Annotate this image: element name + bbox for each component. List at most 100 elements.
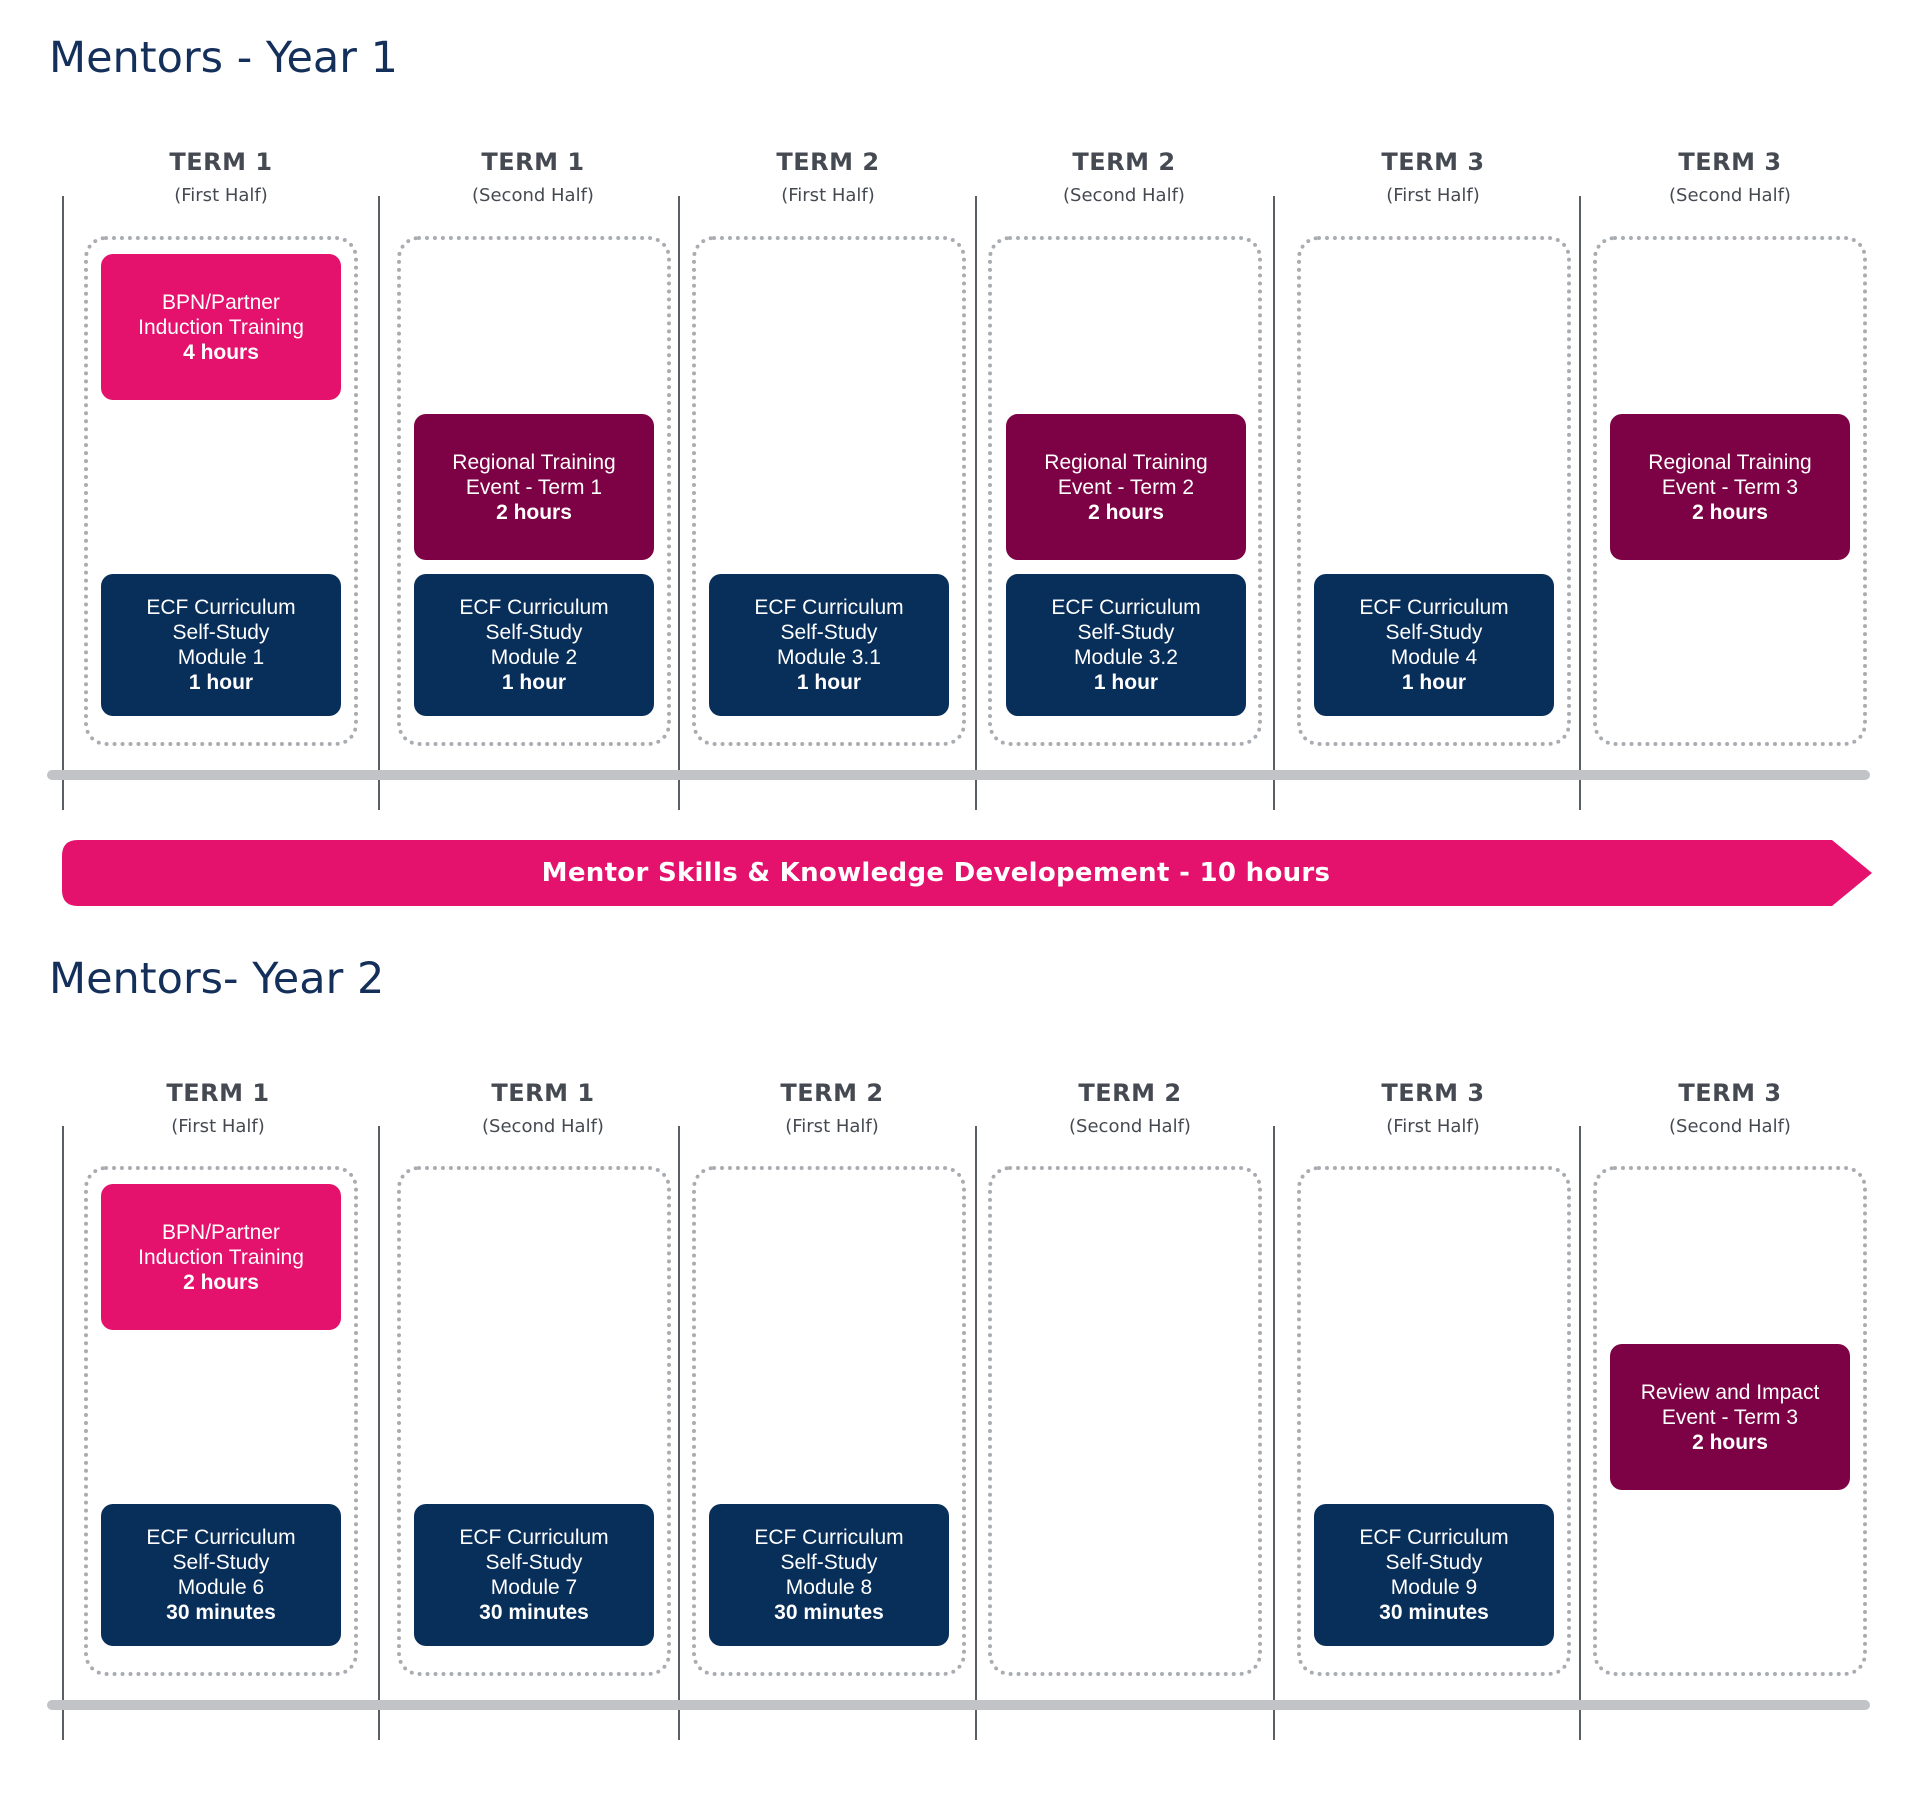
term-name: TERM 3 [1381,1079,1485,1107]
card-line: Module 4 [1390,646,1478,669]
y1-timeline-bar [47,770,1870,780]
term-name: TERM 1 [481,148,585,176]
card-line: Induction Training [138,1245,304,1269]
term-half: (First Half) [171,1116,265,1137]
y2-term-header-4: TERM 2 (Second Half) [980,1078,1280,1140]
card-line: Self-Study [1385,621,1483,644]
term-half: (Second Half) [1669,185,1791,206]
term-half: (First Half) [785,1116,879,1137]
y2-divider [378,1126,380,1740]
term-half: (First Half) [1386,185,1480,206]
card-line: Regional Training [1648,450,1812,474]
card-line: Self-Study [780,1551,878,1574]
y2-term-header-5: TERM 3 (First Half) [1283,1078,1583,1140]
card-duration: 2 hours [1692,500,1768,524]
y1-divider [1579,196,1581,810]
card-line: ECF Curriculum [459,1526,609,1549]
arrow-shape [62,840,1872,906]
card-duration: 2 hours [1692,1430,1768,1454]
y1-term-box-5 [1297,236,1571,746]
term-half: (First Half) [781,185,875,206]
y2-review-event-card: Review and Impact Event - Term 3 2 hours [1610,1344,1850,1490]
card-line: Self-Study [1077,621,1175,644]
card-line: Event - Term 2 [1057,475,1195,499]
y1-term-header-2: TERM 1 (Second Half) [383,147,683,209]
y2-module-card-3: ECF Curriculum Self-Study Module 8 30 mi… [709,1504,949,1646]
card-line: ECF Curriculum [459,596,609,619]
card-line: Induction Training [138,315,304,339]
card-duration: 30 minutes [774,1601,884,1624]
card-line: Module 2 [490,646,578,669]
y2-term-box-2 [397,1166,671,1676]
term-half: (Second Half) [482,1116,604,1137]
y2-divider [1579,1126,1581,1740]
term-name: TERM 3 [1678,148,1782,176]
card-line: Self-Study [780,621,878,644]
y1-module-card-5: ECF Curriculum Self-Study Module 4 1 hou… [1314,574,1554,716]
term-half: (First Half) [174,185,268,206]
development-arrow: Mentor Skills & Knowledge Developement -… [62,840,1872,906]
card-line: ECF Curriculum [146,1526,296,1549]
card-line: ECF Curriculum [1359,1526,1509,1549]
development-label: Mentor Skills & Knowledge Developement -… [541,858,1331,888]
y2-term-box-4 [988,1166,1262,1676]
y2-term-header-3: TERM 2 (First Half) [682,1078,982,1140]
year-1-title: Mentors - Year 1 [49,33,398,83]
card-duration: 2 hours [1088,500,1164,524]
y1-term-header-6: TERM 3 (Second Half) [1580,147,1880,209]
y1-term-box-6 [1593,236,1867,746]
card-line: Module 3.1 [777,646,881,669]
card-duration: 1 hour [188,671,254,694]
card-line: ECF Curriculum [1051,596,1201,619]
y2-term-box-1 [84,1166,358,1676]
term-name: TERM 3 [1678,1079,1782,1107]
y1-induction-card: BPN/Partner Induction Training 4 hours [101,254,341,400]
card-line: Module 3.2 [1074,646,1178,669]
card-line: Module 1 [177,646,265,669]
y2-term-header-2: TERM 1 (Second Half) [393,1078,693,1140]
card-line: Self-Study [1385,1551,1483,1574]
y2-module-card-4: ECF Curriculum Self-Study Module 9 30 mi… [1314,1504,1554,1646]
card-line: ECF Curriculum [754,596,904,619]
card-line: Event - Term 3 [1661,475,1799,499]
card-line: Regional Training [1044,450,1208,474]
term-name: TERM 2 [780,1079,884,1107]
y2-term-header-1: TERM 1 (First Half) [68,1078,368,1140]
y1-term-header-3: TERM 2 (First Half) [678,147,978,209]
term-name: TERM 2 [1078,1079,1182,1107]
y1-term-header-4: TERM 2 (Second Half) [974,147,1274,209]
y1-term-header-1: TERM 1 (First Half) [71,147,371,209]
card-duration: 4 hours [183,340,259,364]
card-duration: 1 hour [1401,671,1467,694]
term-half: (Second Half) [1669,1116,1791,1137]
card-line: ECF Curriculum [1359,596,1509,619]
y1-module-card-4: ECF Curriculum Self-Study Module 3.2 1 h… [1006,574,1246,716]
card-line: Module 8 [785,1576,873,1599]
y1-divider [678,196,680,810]
y1-divider [975,196,977,810]
card-line: Event - Term 3 [1661,1405,1799,1429]
card-line: BPN/Partner [162,1220,280,1244]
card-line: Self-Study [172,1551,270,1574]
y2-term-box-5 [1297,1166,1571,1676]
term-name: TERM 3 [1381,148,1485,176]
card-line: BPN/Partner [162,290,280,314]
term-half: (Second Half) [1063,185,1185,206]
card-line: Event - Term 1 [465,475,603,499]
card-duration: 1 hour [796,671,862,694]
y1-divider [378,196,380,810]
card-line: Module 6 [177,1576,265,1599]
card-line: ECF Curriculum [754,1526,904,1549]
card-line: Self-Study [485,621,583,644]
y1-term-box-2 [397,236,671,746]
y1-term-box-3 [692,236,966,746]
y1-module-card-2: ECF Curriculum Self-Study Module 2 1 hou… [414,574,654,716]
term-half: (Second Half) [1069,1116,1191,1137]
y1-event-card-1: Regional Training Event - Term 1 2 hours [414,414,654,560]
y2-timeline-bar [47,1700,1870,1710]
y1-divider [1273,196,1275,810]
y2-term-box-6 [1593,1166,1867,1676]
card-duration: 2 hours [496,500,572,524]
year-2-title: Mentors- Year 2 [49,954,385,1004]
card-duration: 1 hour [1093,671,1159,694]
